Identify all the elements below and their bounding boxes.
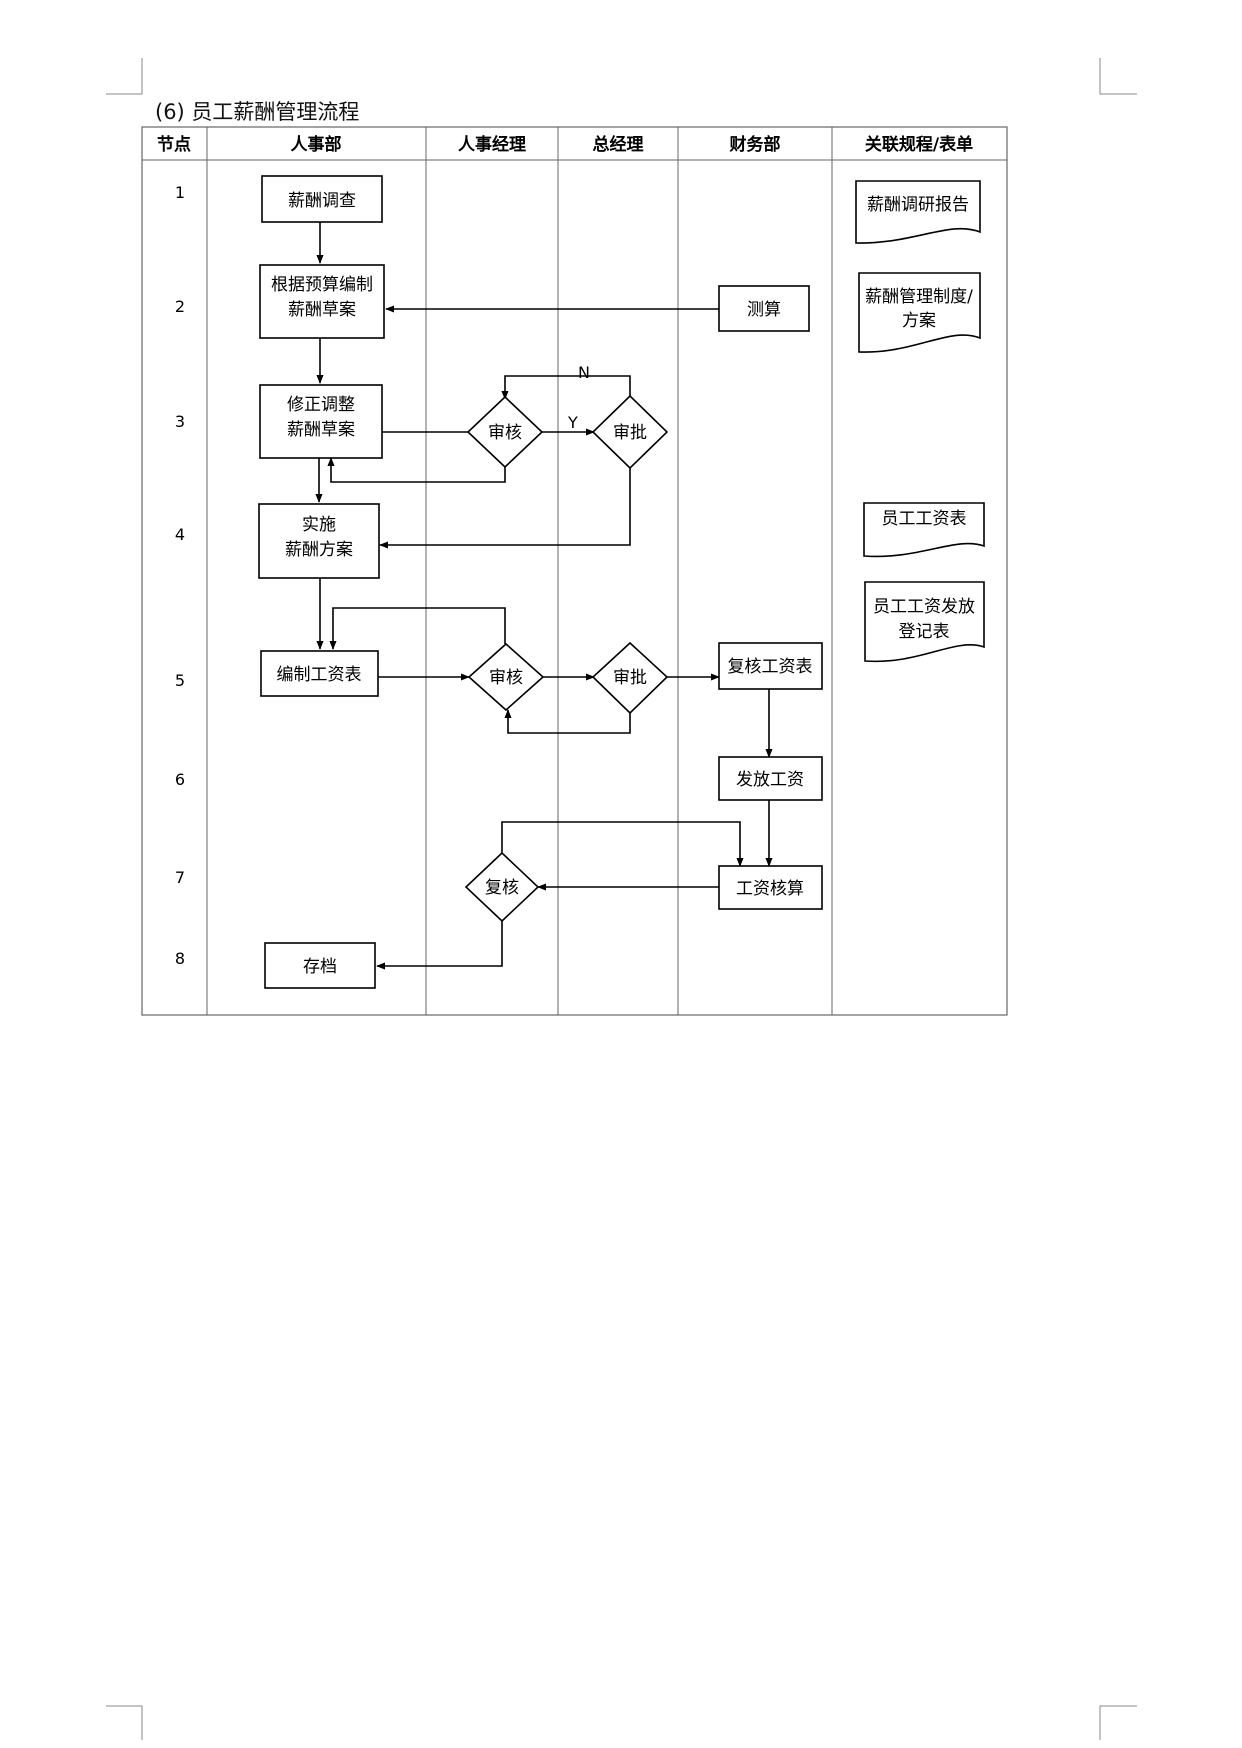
connectors — [315, 222, 773, 970]
process-box-salary-accounting — [718, 865, 823, 910]
process-box-revise-plan — [259, 384, 383, 459]
flow-arrow-return — [327, 457, 506, 483]
flow-arrow-return — [501, 821, 744, 867]
lane-header-general-manager: 总经理 — [593, 134, 644, 155]
process-box-review-payroll — [718, 642, 823, 690]
document-label: 员工工资发放 — [873, 597, 975, 617]
process-box-pay-salary — [718, 756, 823, 801]
crop-marks — [106, 58, 1137, 1740]
process-label: 复核工资表 — [728, 657, 813, 677]
decision-review-draft — [466, 395, 544, 469]
process-label: 薪酬方案 — [285, 540, 353, 560]
decision-recheck-accounting — [464, 851, 540, 923]
process-box-calculation — [718, 285, 810, 332]
lane-header-finance-dept: 财务部 — [729, 134, 781, 155]
flow-arrow — [376, 921, 503, 970]
process-label: 编制工资表 — [277, 665, 362, 685]
flow-arrow-no — [504, 709, 631, 734]
decision-label: 审核 — [489, 668, 523, 688]
process-box-prepare-payroll — [260, 650, 379, 697]
decision-label: 审核 — [488, 423, 522, 443]
lane-header-hr-dept: 人事部 — [291, 134, 342, 155]
swimlane-table — [141, 126, 1008, 1016]
decision-approve-draft — [591, 394, 669, 470]
lane-header-related-docs: 关联规程/表单 — [865, 134, 973, 155]
decision-label: 审批 — [613, 423, 647, 443]
related-documents — [855, 180, 985, 663]
decisions — [464, 394, 669, 923]
process-box-draft-plan — [259, 264, 385, 339]
document-label: 薪酬调研报告 — [867, 195, 969, 215]
document-shape — [864, 581, 985, 663]
process-label: 发放工资 — [736, 770, 804, 790]
node-number: 6 — [175, 770, 185, 789]
process-label: 根据预算编制 — [271, 275, 373, 295]
decision-approve-payroll — [591, 641, 669, 715]
process-label: 薪酬调查 — [288, 191, 356, 211]
edge-label-yes: Y — [567, 413, 578, 432]
document-label: 员工工资表 — [882, 509, 967, 529]
process-label: 工资核算 — [736, 879, 804, 899]
decision-label: 复核 — [485, 878, 519, 898]
flow-arrow-return — [329, 607, 506, 650]
lane-header-hr-manager: 人事经理 — [458, 134, 526, 155]
process-box-salary-survey — [261, 175, 383, 223]
table-border — [141, 126, 1008, 1016]
process-box-implement-plan — [258, 503, 380, 579]
decision-label: 审批 — [613, 668, 647, 688]
document-label: 登记表 — [899, 622, 950, 642]
node-number: 2 — [175, 297, 185, 316]
process-label: 修正调整 — [287, 395, 355, 415]
process-box-archive — [264, 942, 376, 989]
decision-review-payroll — [467, 642, 545, 712]
lane-header-node: 节点 — [157, 134, 191, 155]
document-shape — [855, 180, 981, 244]
process-label: 存档 — [303, 957, 337, 977]
flow-arrow — [379, 468, 631, 549]
flow-arrow-no — [501, 375, 631, 400]
process-label: 实施 — [302, 515, 336, 535]
process-label: 薪酬草案 — [288, 300, 356, 320]
node-number: 3 — [175, 412, 185, 431]
process-label: 薪酬草案 — [287, 420, 355, 440]
node-number: 5 — [175, 671, 185, 690]
node-number: 1 — [175, 183, 185, 202]
node-number: 4 — [175, 525, 185, 544]
section-title: (6) 员工薪酬管理流程 — [155, 100, 360, 124]
process-steps — [258, 175, 823, 989]
document-label: 薪酬管理制度/ — [865, 287, 973, 307]
document-label: 方案 — [902, 311, 936, 331]
edge-label-no: N — [578, 363, 590, 382]
node-number: 8 — [175, 949, 185, 968]
node-number: 7 — [175, 868, 185, 887]
document-shape — [863, 502, 985, 558]
process-label: 测算 — [747, 300, 781, 320]
document-shape — [858, 272, 981, 353]
